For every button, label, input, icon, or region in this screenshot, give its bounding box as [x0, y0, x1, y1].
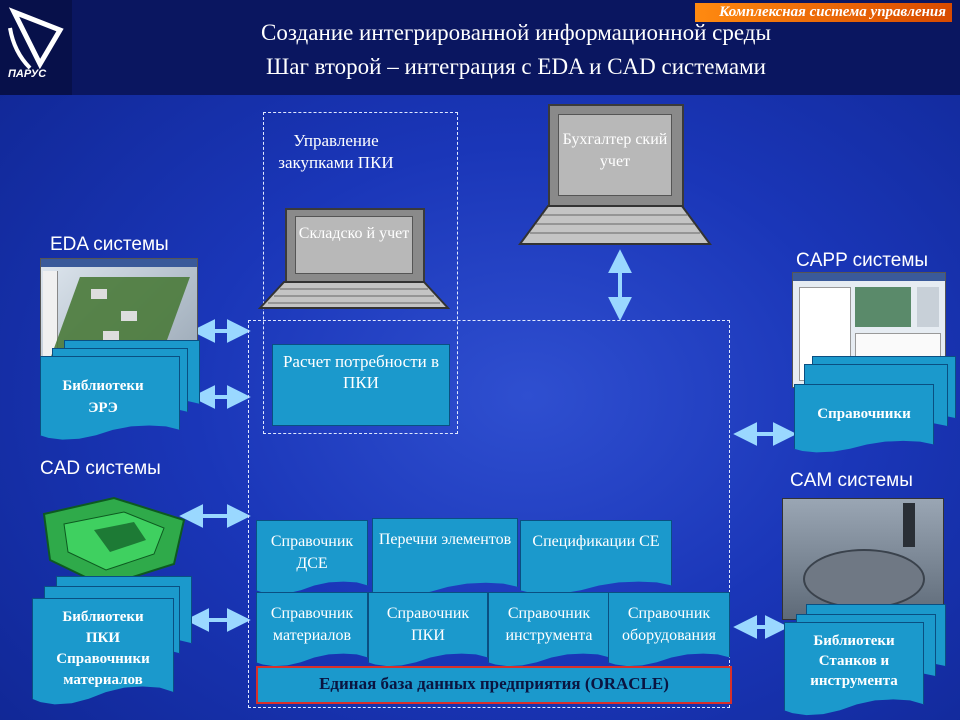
cad-title: CAD системы — [40, 458, 161, 479]
logo: ПАРУС — [0, 0, 72, 95]
capp-doc: Справочники — [794, 384, 934, 453]
doc-tools: Справочник инструмента — [488, 592, 610, 667]
cam-lib-line-3: инструмента — [810, 673, 898, 689]
calc-label: Расчет потребности в ПКИ — [282, 352, 440, 392]
doc-specs-label: Спецификации СЕ — [532, 533, 660, 550]
eda-library-doc: Библиотеки ЭРЭ — [40, 356, 180, 440]
sail-logo-icon — [8, 7, 64, 70]
doc-equipment: Справочник оборудования — [608, 592, 730, 667]
cad-lib-line-1: Библиотеки — [62, 609, 144, 625]
title-line-2: Шаг второй – интеграция с EDA и CAD сист… — [266, 54, 766, 79]
accounting-keyboard-icon — [518, 205, 712, 245]
warehouse-laptop-screen: Складско й учет — [285, 208, 425, 284]
calc-box: Расчет потребности в ПКИ — [272, 344, 450, 426]
cam-screenshot — [782, 498, 944, 620]
accounting-laptop-screen: Бухгалтер ский учет — [548, 104, 684, 208]
doc-pki-label: Справочник ПКИ — [386, 605, 470, 644]
capp-doc-label: Справочники — [817, 406, 911, 422]
doc-tools-label: Справочник инструмента — [505, 605, 593, 644]
doc-elements-label: Перечни элементов — [378, 531, 512, 548]
db-label: Единая база данных предприятия (ORACLE) — [319, 674, 669, 693]
doc-elements: Перечни элементов — [372, 518, 518, 596]
title-line-1: Создание интегрированной информационной … — [261, 20, 771, 45]
cam-lib-line-1: Библиотеки — [813, 633, 895, 649]
db-label-box: Единая база данных предприятия (ORACLE) — [256, 666, 732, 704]
cad-lib-line-4: материалов — [63, 672, 143, 688]
cad-model-icon — [42, 496, 186, 588]
purchasing-label: Управление закупками ПКИ — [278, 131, 394, 172]
doc-materials: Справочник материалов — [256, 592, 368, 667]
warehouse-label: Складско й учет — [298, 225, 410, 242]
cam-library-doc: Библиотеки Станков и инструмента — [784, 622, 924, 716]
accounting-label: Бухгалтер ский учет — [562, 131, 668, 170]
doc-dse: Справочник ДСЕ — [256, 520, 368, 595]
eda-title: EDA системы — [50, 234, 169, 255]
cad-library-doc: Библиотеки ПКИ Справочники материалов — [32, 598, 174, 705]
doc-dse-label: Справочник ДСЕ — [270, 533, 354, 572]
cad-lib-line-3: Справочники — [56, 651, 150, 667]
capp-title: CAPP системы — [796, 250, 929, 271]
logo-text: ПАРУС — [8, 68, 47, 80]
doc-specs: Спецификации СЕ — [520, 520, 672, 595]
purchasing-group — [263, 112, 458, 434]
doc-equipment-label: Справочник оборудования — [622, 605, 716, 644]
cam-lib-line-2: Станков и — [818, 653, 890, 669]
doc-pki: Справочник ПКИ — [368, 592, 488, 667]
enterprise-db-area — [248, 320, 730, 708]
laptop-keyboard-icon — [258, 281, 450, 309]
doc-materials-label: Справочник материалов — [270, 605, 354, 644]
cam-title: CAM системы — [790, 470, 913, 491]
brand-label: Комплексная система управления — [695, 3, 952, 22]
eda-library-label: Библиотеки ЭРЭ — [62, 378, 144, 416]
cad-lib-line-2: ПКИ — [85, 630, 121, 646]
